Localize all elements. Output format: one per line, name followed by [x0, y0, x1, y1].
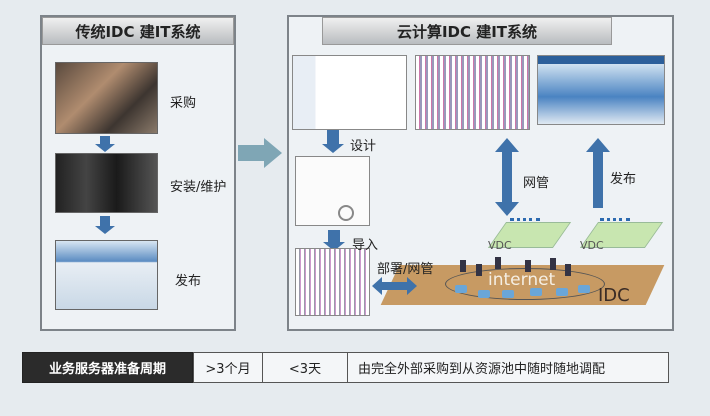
arrow-down-icon — [100, 136, 110, 144]
step-install-label: 安装/维护 — [170, 180, 227, 195]
vm-icons — [510, 218, 540, 224]
server-icon — [525, 260, 531, 272]
monitor-chart-screenshot — [415, 55, 530, 130]
netmgmt-label: 网管 — [523, 176, 550, 191]
arrow-down-icon — [328, 230, 340, 242]
step-publish-label: 发布 — [175, 274, 202, 289]
vdc-label: VDC — [488, 239, 512, 252]
arrow-down-icon — [95, 226, 115, 234]
install-photo — [55, 153, 158, 213]
traditional-idc-title: 传统IDC 建IT系统 — [42, 17, 234, 45]
arrow-down-icon — [322, 144, 344, 153]
storage-icon — [556, 288, 568, 296]
arrow-down-icon — [95, 144, 115, 152]
server-icon — [460, 260, 466, 272]
vm-icons — [600, 218, 630, 224]
arrow-down-icon — [100, 216, 110, 226]
arrow-up-icon — [586, 138, 610, 208]
double-arrow-icon — [372, 277, 417, 295]
server-icon — [550, 258, 556, 270]
deploy-label: 部署/网管 — [377, 262, 434, 277]
publish-screenshot — [55, 240, 158, 310]
table-header-cell: 业务服务器准备周期 — [22, 352, 193, 383]
idc-label: IDC — [598, 285, 630, 306]
arrow-down-icon — [323, 242, 345, 251]
storage-icon — [455, 285, 467, 293]
server-icon — [565, 264, 571, 276]
portal-screenshot — [537, 55, 665, 125]
deployment-chart-screenshot — [295, 248, 370, 316]
seal-icon — [338, 205, 354, 221]
design-document — [295, 156, 370, 226]
server-icon — [495, 257, 501, 269]
note-cell: 由完全外部采购到从资源池中随时随地调配 — [347, 352, 669, 383]
double-arrow-vertical-icon — [495, 138, 519, 216]
storage-icon — [578, 285, 590, 293]
purchase-photo — [55, 62, 158, 134]
arrow-down-icon — [327, 130, 339, 144]
vdc-label: VDC — [580, 239, 604, 252]
design-label: 设计 — [350, 139, 377, 154]
server-icon — [476, 264, 482, 276]
cloud-idc-title: 云计算IDC 建IT系统 — [322, 17, 612, 45]
import-label: 导入 — [352, 238, 379, 253]
transition-arrow-head-icon — [264, 138, 282, 168]
storage-icon — [530, 288, 542, 296]
transition-arrow-icon — [238, 145, 264, 161]
storage-icon — [478, 290, 490, 298]
topology-screenshot — [292, 55, 407, 130]
internet-label: internet — [488, 270, 556, 290]
step-purchase-label: 采购 — [170, 96, 197, 111]
traditional-cycle-cell: >3个月 — [193, 352, 263, 383]
storage-icon — [502, 290, 514, 298]
publish-label: 发布 — [610, 172, 637, 187]
cloud-cycle-cell: <3天 — [262, 352, 348, 383]
